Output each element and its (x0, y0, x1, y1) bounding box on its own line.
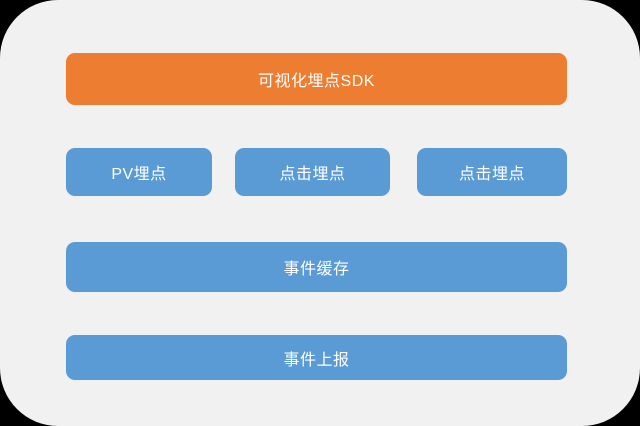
event-cache-box: 事件缓存 (66, 242, 567, 292)
event-report-label: 事件上报 (283, 351, 350, 369)
click-tracking-label-2: 点击埋点 (458, 166, 525, 183)
pv-tracking-box: PV埋点 (66, 148, 212, 196)
click-tracking-box-2: 点击埋点 (417, 148, 567, 196)
click-tracking-label-1: 点击埋点 (279, 166, 346, 183)
sdk-title-box: 可视化埋点SDK (66, 53, 567, 105)
sdk-title-label: 可视化埋点SDK (258, 73, 375, 90)
event-cache-label: 事件缓存 (283, 261, 350, 278)
click-tracking-box-1: 点击埋点 (235, 148, 390, 196)
event-report-box: 事件上报 (66, 335, 567, 380)
pv-tracking-label: PV埋点 (111, 166, 167, 183)
